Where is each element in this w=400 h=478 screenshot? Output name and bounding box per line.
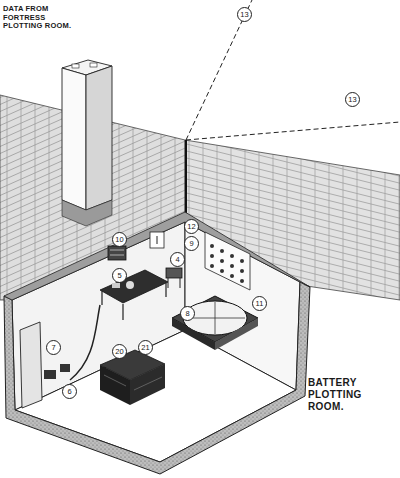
callout-number: 9: [184, 236, 199, 251]
panel-dial: [210, 254, 214, 258]
plotting-board-side: [172, 318, 215, 350]
equipment-cabinet-front: [100, 365, 130, 405]
equipment-cabinet-side: [130, 364, 165, 405]
panel-dial: [210, 244, 214, 248]
panel-dial: [230, 254, 234, 258]
panel-instruments: [210, 244, 244, 283]
panel-dial: [240, 279, 244, 283]
table-instrument: [126, 281, 134, 289]
junction-box-detail: [110, 250, 124, 255]
table-legs: [102, 283, 166, 320]
shaft-vent: [90, 63, 97, 67]
wall-indicator: [150, 232, 164, 248]
plotting-arm: [185, 302, 245, 334]
callout-number: 11: [252, 296, 267, 311]
plotting-table: [100, 270, 168, 303]
panel-dial: [240, 259, 244, 263]
shaft-front: [62, 68, 86, 210]
callout-number: 13: [237, 7, 252, 22]
cable-route: [186, 0, 252, 140]
callout-number: 12: [184, 219, 199, 234]
panel-dial: [230, 274, 234, 278]
panel-dial: [220, 249, 224, 253]
doorway: [20, 322, 42, 408]
cabinet-detail: [104, 375, 162, 390]
floor-unit: [60, 364, 70, 372]
callout-number: 4: [170, 252, 185, 267]
source-note: DATA FROM FORTRESS PLOTTING ROOM.: [3, 5, 87, 31]
shaft-vent: [72, 64, 79, 68]
panel-dial: [210, 264, 214, 268]
table-instrument: [112, 283, 120, 288]
shaft-foot: [62, 200, 112, 226]
callout-number: 21: [138, 340, 153, 355]
cable-route: [186, 122, 400, 140]
room-title: BATTERY PLOTTING ROOM.: [308, 377, 396, 413]
side-table: [166, 268, 182, 278]
plotting-board-side: [215, 318, 258, 350]
callout-number: 5: [112, 268, 127, 283]
room-floor: [15, 330, 296, 462]
panel-dial: [230, 264, 234, 268]
callout-number: 6: [62, 384, 77, 399]
callout-number: 13: [345, 92, 360, 107]
callout-number: 20: [112, 344, 127, 359]
wall-indicator-mark: [157, 236, 158, 244]
wall-section: [4, 282, 310, 474]
plotting-board: [172, 296, 258, 342]
callout-number: 10: [112, 232, 127, 247]
shaft-side: [86, 66, 112, 210]
junction-box: [108, 246, 126, 260]
panel-dial: [240, 269, 244, 273]
panel-dial: [220, 259, 224, 263]
side-table-legs: [168, 278, 180, 288]
panel-dial: [220, 269, 224, 273]
callout-number: 7: [46, 340, 61, 355]
callout-number: 8: [180, 306, 195, 321]
floor-unit: [44, 370, 56, 379]
floor-cable: [70, 305, 100, 380]
instrument-panel: [205, 232, 250, 290]
